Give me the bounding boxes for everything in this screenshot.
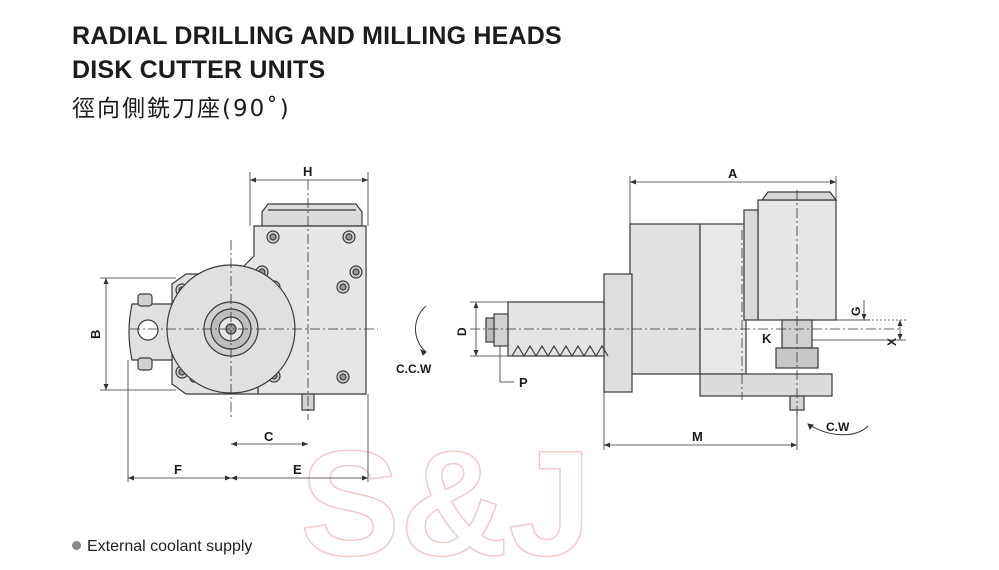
side-view-dimensions [470, 176, 906, 450]
coolant-note: External coolant supply [72, 538, 252, 556]
bullet-dot [72, 541, 81, 550]
dim-label-k: K [762, 331, 772, 346]
title-line-1: RADIAL DRILLING AND MILLING HEADS [72, 22, 562, 50]
dim-label-p: P [519, 375, 528, 390]
side-view-arrows [473, 179, 903, 448]
cw-label: C.W [826, 420, 850, 434]
dim-label-a: A [728, 166, 738, 181]
front-view [128, 203, 367, 411]
dim-label-f: F [174, 462, 182, 477]
dim-label-b: B [88, 330, 103, 339]
dim-label-d: D [455, 327, 469, 336]
coolant-note-text: External coolant supply [87, 538, 253, 555]
dim-label-m: M [692, 429, 703, 444]
front-view-dimensions [100, 172, 378, 482]
ccw-rotation-arrow [415, 305, 427, 356]
cw-rotation-arrow [807, 423, 869, 436]
dim-label-c: C [264, 429, 274, 444]
dim-label-g: G [849, 307, 863, 316]
title-line-2: DISK CUTTER UNITS [72, 56, 326, 84]
dim-label-h: H [303, 164, 312, 179]
ccw-label: C.C.W [396, 362, 432, 376]
front-view-arrows [103, 177, 368, 481]
dim-label-e: E [293, 462, 302, 477]
side-view [485, 191, 838, 411]
watermark: S&J [300, 419, 592, 570]
title-line-3-chinese: 徑向側銑刀座(90˚) [72, 96, 291, 122]
dim-label-x: X [885, 338, 899, 346]
